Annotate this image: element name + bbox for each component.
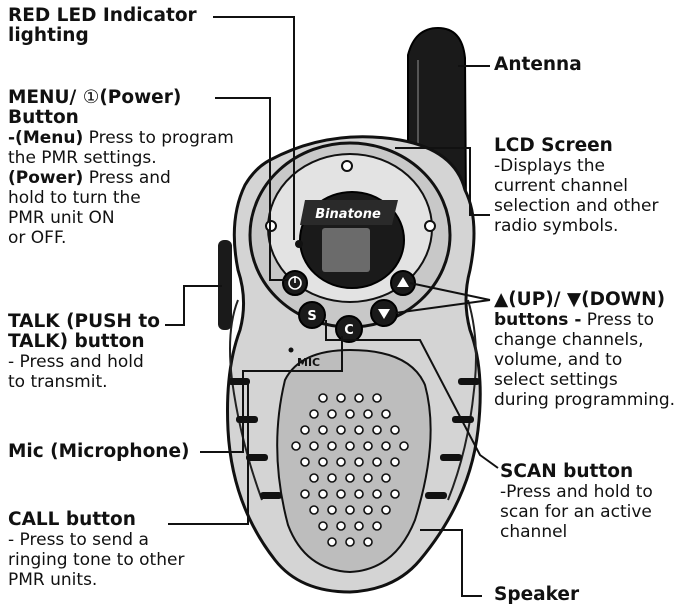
leader-mic <box>200 336 343 453</box>
svg-text:S: S <box>307 309 316 324</box>
leader-speaker <box>420 529 482 597</box>
mic-label: MIC <box>297 356 320 369</box>
leader-menu <box>215 97 288 281</box>
leader-call <box>168 380 249 525</box>
leader-down <box>394 299 491 314</box>
label-talk: TALK (PUSH to TALK) button - Press and h… <box>8 311 160 393</box>
talk-button-shape <box>218 240 232 330</box>
label-mic: Mic (Microphone) <box>8 441 190 462</box>
red-led <box>295 240 303 248</box>
label-menu-power: MENU/ ①(Power) Button -(Menu) Press to p… <box>8 87 234 249</box>
label-antenna: Antenna <box>494 54 582 75</box>
call-button-shape <box>335 315 363 343</box>
label-call: CALL button - Press to send a ringing to… <box>8 509 185 591</box>
svg-text:C: C <box>344 323 354 338</box>
scan-button-shape <box>298 301 326 329</box>
lcd-screen <box>322 228 370 272</box>
label-speaker: Speaker <box>494 584 580 605</box>
leader-scan <box>325 320 499 469</box>
label-up-down: ▲(UP)/ ▼(DOWN) buttons - Press to change… <box>494 289 676 411</box>
power-icon: ① <box>82 87 100 108</box>
leader-lcd <box>395 147 490 216</box>
label-red-led: RED LED Indicator lighting <box>8 5 197 46</box>
leader-up <box>409 282 491 301</box>
speaker-grill <box>291 393 409 547</box>
label-scan: SCAN button -Press and hold to scan for … <box>500 461 653 543</box>
label-lcd: LCD Screen -Displays the current channel… <box>494 135 659 237</box>
leader-red-led <box>213 16 295 240</box>
leader-talk <box>165 285 222 326</box>
brand-logo: Binatone <box>315 207 381 222</box>
